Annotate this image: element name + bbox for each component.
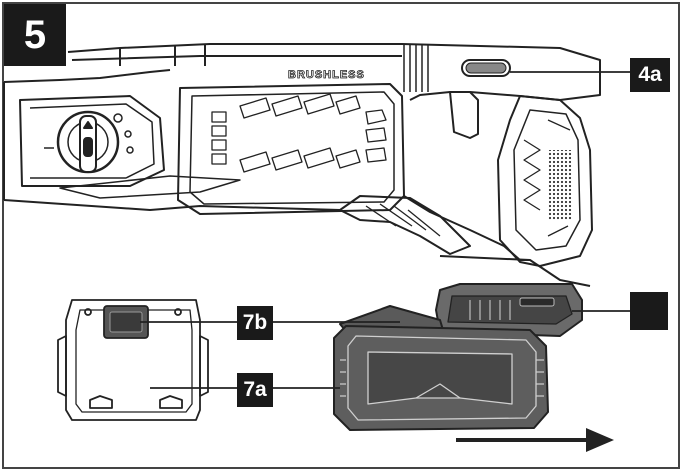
brand-text: BRUSHLESS bbox=[288, 69, 365, 81]
slide-direction-arrow-icon bbox=[456, 428, 614, 452]
callout-4a: 4a bbox=[630, 58, 670, 92]
callout-blank bbox=[630, 292, 668, 330]
figure-number: 5 bbox=[4, 4, 66, 66]
rotary-hammer-drill-icon bbox=[3, 43, 601, 287]
leader-lines bbox=[140, 71, 630, 389]
battery-pack-icon bbox=[333, 283, 583, 431]
callout-7a: 7a bbox=[237, 373, 273, 407]
battery-release-button-icon bbox=[57, 299, 209, 421]
callout-7b: 7b bbox=[237, 306, 273, 340]
